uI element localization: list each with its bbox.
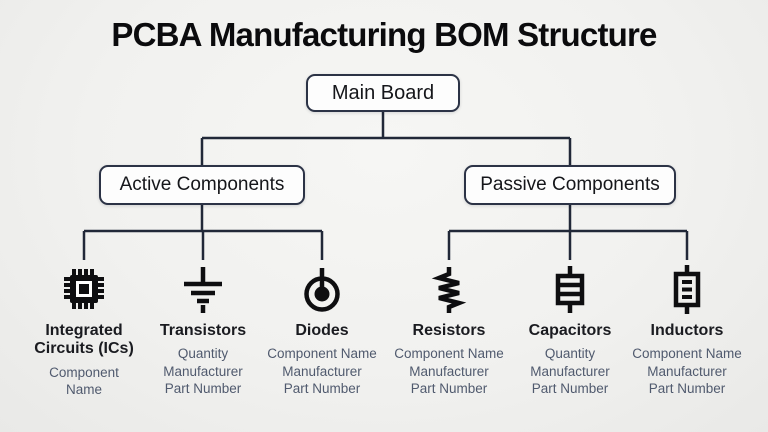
- capacitor-icon: [506, 261, 634, 317]
- component-attributes: Component Name: [49, 364, 119, 398]
- node-active-components: Active Components: [99, 165, 305, 205]
- component-node-integrated-circuits: Integrated Circuits (ICs) Component Name: [20, 261, 148, 399]
- component-name-label: Diodes: [295, 322, 349, 339]
- node-active-components-label: Active Components: [119, 174, 285, 195]
- component-name-label: Inductors: [650, 322, 724, 339]
- component-name-label: Transistors: [159, 322, 247, 339]
- transistor-icon: [139, 261, 267, 317]
- component-attributes: Quantity Manufacturer Part Number: [163, 346, 243, 397]
- resistor-icon: [385, 261, 513, 317]
- node-main-board-label: Main Board: [331, 81, 435, 104]
- component-name-label: Integrated Circuits (ICs): [34, 322, 134, 358]
- node-passive-components-label: Passive Components: [480, 174, 660, 195]
- component-node-diodes: Diodes Component Name Manufacturer Part …: [258, 261, 386, 398]
- node-passive-components: Passive Components: [464, 165, 676, 205]
- component-attributes: Quantity Manufacturer Part Number: [530, 346, 610, 397]
- component-attributes: Component Name Manufacturer Part Number: [394, 346, 504, 397]
- diode-icon: [258, 261, 386, 317]
- component-node-resistors: Resistors Component Name Manufacturer Pa…: [385, 261, 513, 398]
- node-main-board: Main Board: [306, 74, 460, 112]
- component-name-label: Resistors: [412, 322, 486, 339]
- component-node-capacitors: Capacitors Quantity Manufacturer Part Nu…: [506, 261, 634, 398]
- component-node-inductors: Inductors Component Name Manufacturer Pa…: [623, 261, 751, 398]
- component-attributes: Component Name Manufacturer Part Number: [267, 346, 377, 397]
- inductor-icon: [623, 261, 751, 317]
- ic-chip-icon: [20, 261, 148, 317]
- page-title: PCBA Manufacturing BOM Structure: [111, 16, 657, 53]
- component-attributes: Component Name Manufacturer Part Number: [632, 346, 742, 397]
- component-name-label: Capacitors: [528, 322, 612, 339]
- component-node-transistors: Transistors Quantity Manufacturer Part N…: [139, 261, 267, 398]
